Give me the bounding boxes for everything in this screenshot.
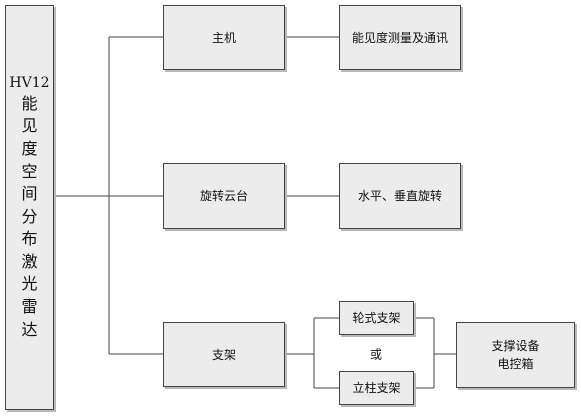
root-title-char: 见 <box>21 116 38 136</box>
module-host-label: 主机 <box>211 30 236 45</box>
support-result-line: 支撑设备 <box>491 339 540 353</box>
option-column-label: 立柱支架 <box>352 381 401 395</box>
module-gimbal: 旋转云台 <box>163 163 285 229</box>
option-wheeled-label: 轮式支架 <box>352 311 401 325</box>
root-title-char: 布 <box>21 229 38 249</box>
or-label: 或 <box>369 347 383 362</box>
root-title-char: 空 <box>21 161 38 181</box>
support-result-line: 电控箱 <box>497 357 534 371</box>
option-column-stand: 立柱支架 <box>339 371 414 405</box>
root-node: HV12 能 见 度 空 间 分 布 激 光 雷 达 <box>5 5 54 410</box>
function-host-label: 能见度测量及通讯 <box>351 30 448 45</box>
module-stand: 支架 <box>163 322 285 387</box>
root-title-char: 光 <box>21 274 38 294</box>
support-result: 支撑设备 电控箱 <box>456 322 575 388</box>
root-title: HV12 能 见 度 空 间 分 布 激 光 雷 达 <box>9 74 49 342</box>
root-title-char: 达 <box>21 319 38 339</box>
function-gimbal: 水平、垂直旋转 <box>339 163 461 229</box>
root-title-char: 度 <box>21 138 38 158</box>
module-stand-label: 支架 <box>211 347 236 362</box>
root-title-char: 雷 <box>21 297 38 317</box>
function-gimbal-label: 水平、垂直旋转 <box>357 189 442 203</box>
module-host: 主机 <box>163 5 285 70</box>
root-title-char: 能 <box>21 93 38 113</box>
support-result-text: 支撑设备 电控箱 <box>491 337 539 373</box>
root-title-char: 分 <box>21 206 38 226</box>
function-host: 能见度测量及通讯 <box>339 5 461 70</box>
module-gimbal-label: 旋转云台 <box>199 189 248 203</box>
root-title-char: 激 <box>21 251 38 271</box>
root-title-char: 间 <box>21 184 38 204</box>
root-title-latin: HV12 <box>9 74 50 91</box>
option-wheeled-stand: 轮式支架 <box>339 301 414 335</box>
